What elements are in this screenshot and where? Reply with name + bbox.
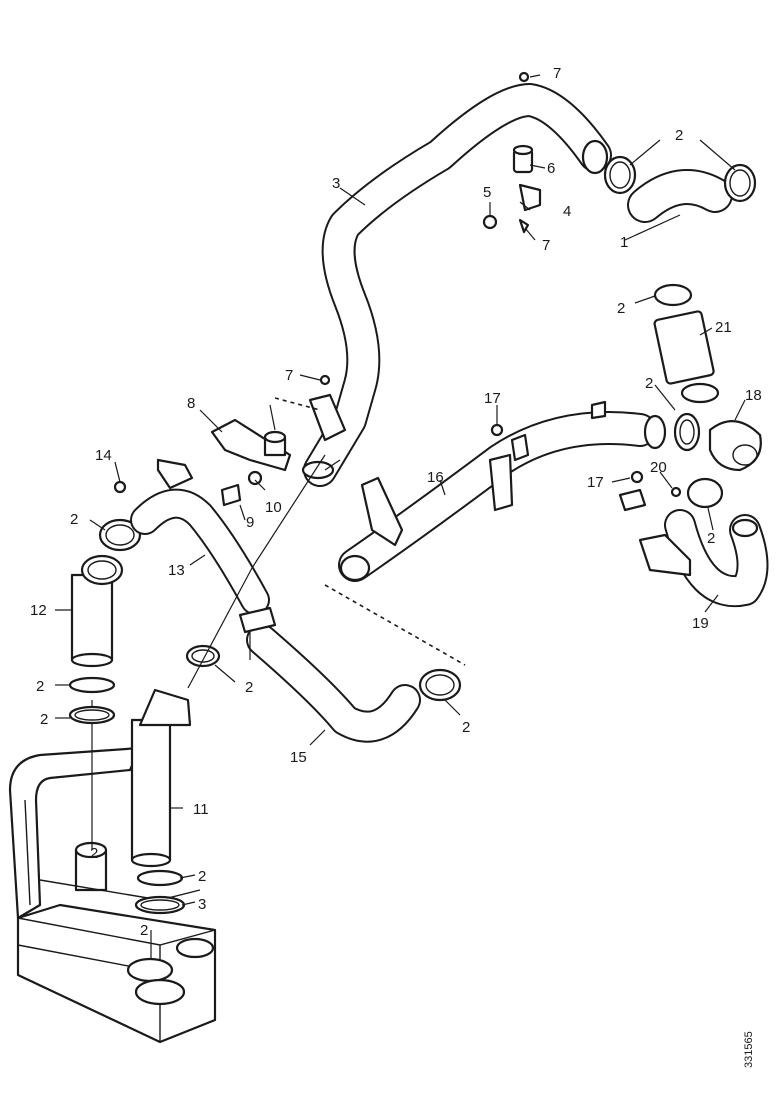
callout-2: 2 — [198, 868, 206, 885]
callout-20: 20 — [650, 459, 667, 476]
callout-15: 15 — [290, 749, 307, 766]
callout-17: 17 — [484, 390, 501, 407]
hose-11 — [130, 688, 192, 868]
callout-labels: 1 2 2 2 2 2 2 2 2 2 2 2 2 3 3 4 5 6 7 7 … — [30, 65, 762, 939]
callout-6: 6 — [547, 160, 555, 177]
callout-leaders — [55, 74, 746, 906]
callout-2: 2 — [90, 845, 98, 862]
callout-5: 5 — [483, 184, 491, 201]
callout-4: 4 — [563, 203, 571, 220]
callout-2: 2 — [462, 719, 470, 736]
alignment-lines — [187, 397, 466, 689]
callout-7: 7 — [553, 65, 561, 82]
callout-2: 2 — [40, 711, 48, 728]
callout-10: 10 — [265, 499, 282, 516]
callout-11: 11 — [193, 801, 209, 818]
bracket-8 — [113, 404, 292, 507]
callout-16: 16 — [427, 469, 444, 486]
callout-2: 2 — [707, 530, 715, 547]
intercooler-block — [8, 746, 217, 1044]
callout-2: 2 — [617, 300, 625, 317]
callout-19: 19 — [692, 615, 709, 632]
hose-1 — [603, 155, 757, 223]
callout-8: 8 — [187, 395, 195, 412]
callout-2: 2 — [70, 511, 78, 528]
hose-16 — [338, 400, 667, 582]
callout-2: 2 — [245, 679, 253, 696]
callout-21: 21 — [715, 319, 732, 336]
hose-15 — [185, 606, 462, 743]
hose-3 — [301, 83, 612, 487]
callout-17: 17 — [587, 474, 604, 491]
hose-21 — [653, 283, 720, 404]
callout-13: 13 — [168, 562, 185, 579]
callout-9: 9 — [246, 514, 254, 531]
callout-18: 18 — [745, 387, 762, 404]
callout-3: 3 — [198, 896, 206, 913]
callout-3: 3 — [332, 175, 340, 192]
callout-2: 2 — [36, 678, 44, 695]
callout-7: 7 — [542, 237, 550, 254]
hose-18-19 — [618, 412, 769, 608]
hose-12 — [68, 554, 124, 725]
figure-id: 331565 — [743, 1031, 755, 1068]
callout-1: 1 — [620, 234, 628, 251]
callout-7: 7 — [285, 367, 293, 384]
callout-2: 2 — [675, 127, 683, 144]
callout-2: 2 — [140, 922, 148, 939]
callout-2: 2 — [645, 375, 653, 392]
clamp-left-upper — [98, 518, 142, 552]
callout-14: 14 — [95, 447, 112, 464]
hose-13 — [130, 458, 270, 615]
callout-12: 12 — [30, 602, 47, 619]
